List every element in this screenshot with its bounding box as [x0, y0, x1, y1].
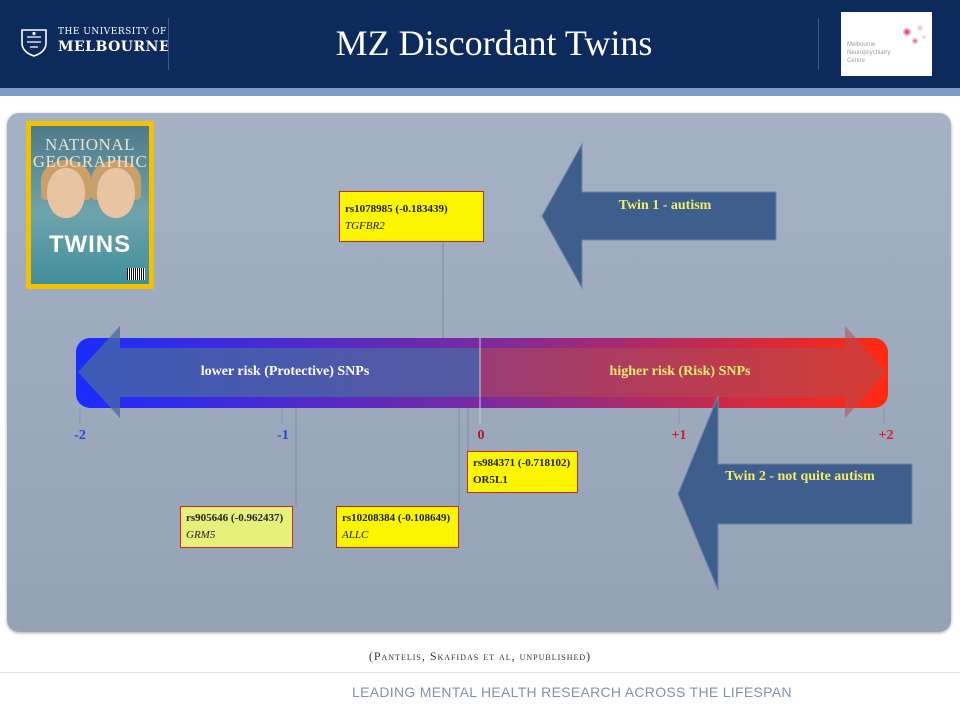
snp-gene: GRM5 — [186, 529, 216, 541]
snp-id: rs984371 (-0.718102) — [473, 457, 571, 469]
twin2-arrow — [677, 395, 913, 591]
snp-id: rs10208384 (-0.108649) — [342, 512, 451, 524]
axis-tick-label: -2 — [74, 428, 86, 443]
snp-gene: OR5L1 — [473, 474, 508, 486]
footer-tagline: LEADING MENTAL HEALTH RESEARCH ACROSS TH… — [352, 684, 792, 700]
citation: (Pantelis, Skafidas et al, unpublished) — [368, 649, 592, 663]
partner-logo: Melbourne Neuropsychiatry Centre — [841, 12, 932, 76]
university-name-line2: MELBOURNE — [58, 39, 171, 55]
header-bar — [0, 0, 960, 88]
footer-divider — [0, 672, 960, 673]
snp-box-tgfbr2: rs1078985 (-0.183439) TGFBR2 — [339, 191, 484, 242]
header-stripe — [0, 88, 960, 96]
magazine-cover-word: TWINS — [48, 231, 132, 258]
twin-face — [47, 168, 85, 218]
axis-tick-label: -1 — [277, 428, 289, 443]
snp-box-grm5: rs905646 (-0.962437) GRM5 — [180, 506, 293, 548]
axis-tick-label: +2 — [878, 428, 894, 443]
partner-logo-text: Melbourne Neuropsychiatry Centre — [847, 42, 891, 64]
axis-tick-label: +1 — [671, 428, 687, 443]
risk-snps-label: higher risk (Risk) SNPs — [609, 364, 751, 379]
twin-face — [97, 168, 135, 218]
snp-box-or5l1: rs984371 (-0.718102) OR5L1 — [467, 451, 578, 493]
header-divider — [818, 18, 819, 70]
flower-logo-icon — [903, 25, 926, 44]
axis-tick-label: 0 — [477, 428, 485, 443]
twin1-label: Twin 1 - autism — [618, 198, 712, 213]
risk-direction-arrow — [480, 326, 886, 418]
snp-gene: ALLC — [342, 529, 369, 541]
magazine-masthead: NATIONAL GEOGRAPHIC — [32, 135, 148, 171]
twin1-arrow — [541, 142, 777, 290]
magazine-cover-photo: NATIONAL GEOGRAPHIC TWINS — [31, 126, 149, 284]
twin2-label: Twin 2 - not quite autism — [725, 469, 875, 484]
header-divider — [168, 18, 169, 70]
snp-gene: TGFBR2 — [345, 220, 385, 232]
protective-snps-label: lower risk (Protective) SNPs — [200, 364, 370, 379]
protective-direction-arrow — [78, 326, 480, 418]
slide-title: MZ Discordant Twins — [335, 23, 653, 63]
snp-id: rs1078985 (-0.183439) — [345, 203, 448, 215]
magazine-cover-image: NATIONAL GEOGRAPHIC TWINS — [26, 121, 154, 289]
snp-box-allc: rs10208384 (-0.108649) ALLC — [336, 506, 459, 548]
snp-id: rs905646 (-0.962437) — [186, 512, 284, 524]
university-name-line1: THE UNIVERSITY OF — [58, 27, 167, 37]
barcode-icon — [127, 268, 145, 280]
university-crest-icon — [21, 29, 47, 57]
